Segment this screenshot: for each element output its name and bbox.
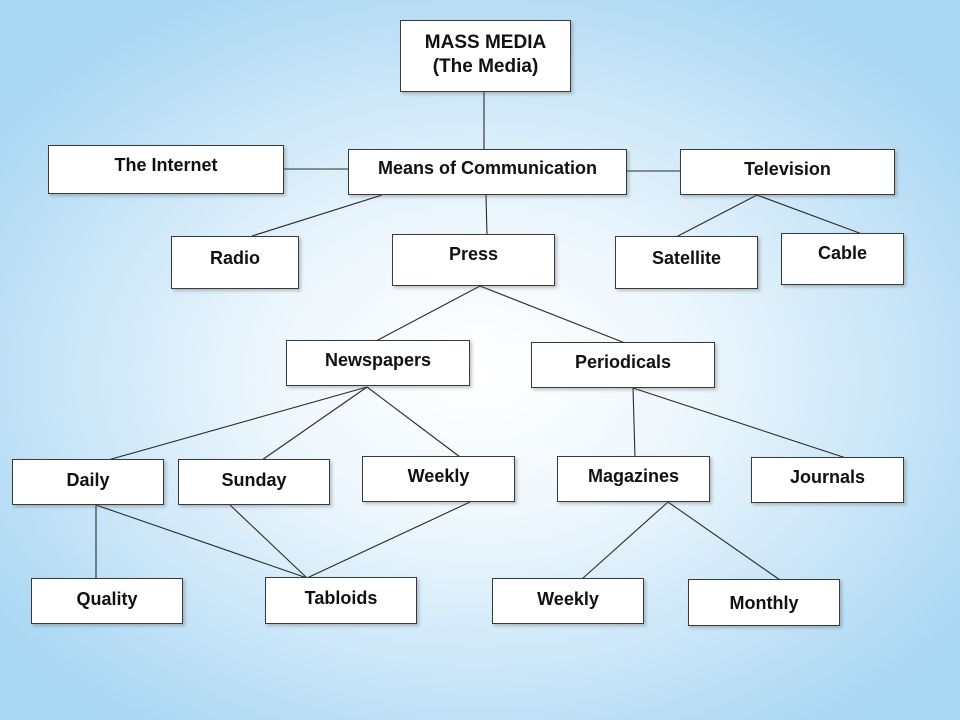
- link-weekly-tabloids: [306, 501, 471, 579]
- node-newspapers-label: Newspapers: [324, 350, 432, 370]
- link-magazines-monthly: [667, 501, 781, 581]
- node-tabloids-label: Tabloids: [304, 588, 378, 608]
- node-weekly-newspapers-label: Weekly: [407, 466, 470, 486]
- link-sunday-tabloids: [229, 504, 308, 579]
- link-means-radio: [251, 194, 383, 237]
- link-newspapers-sunday: [261, 386, 368, 461]
- node-newspapers: Newspapers: [286, 340, 470, 386]
- link-periodicals-journals: [632, 387, 847, 459]
- node-daily: Daily: [12, 459, 164, 505]
- node-quality: Quality: [31, 578, 183, 624]
- node-mass-media: MASS MEDIA (The Media): [400, 20, 571, 92]
- link-press-newspapers: [375, 285, 481, 342]
- node-quality-label: Quality: [76, 589, 138, 609]
- node-weekly-magazines-label: Weekly: [537, 589, 599, 609]
- node-satellite-label: Satellite: [651, 248, 722, 268]
- connector-lines: [95, 92, 863, 581]
- node-mass-media-label: MASS MEDIA (The Media): [424, 32, 547, 77]
- link-daily-tabloids: [95, 504, 308, 579]
- node-means-of-communication-label: Means of Communication: [377, 158, 597, 178]
- link-means-press: [485, 194, 488, 236]
- node-weekly-newspapers: Weekly: [362, 456, 515, 502]
- node-magazines-label: Magazines: [587, 466, 680, 486]
- node-weekly-magazines: Weekly: [492, 578, 644, 624]
- link-periodicals-magazines: [632, 387, 636, 458]
- node-magazines: Magazines: [557, 456, 710, 502]
- link-magazines-weekly: [581, 501, 669, 580]
- node-television-label: Television: [744, 159, 831, 179]
- node-periodicals: Periodicals: [531, 342, 715, 388]
- node-the-internet-label: The Internet: [114, 155, 218, 175]
- link-press-periodicals: [479, 285, 626, 344]
- node-means-of-communication: Means of Communication: [348, 149, 627, 195]
- node-radio: Radio: [171, 236, 299, 289]
- node-journals: Journals: [751, 457, 904, 503]
- node-tabloids: Tabloids: [265, 577, 417, 624]
- node-radio-label: Radio: [209, 248, 260, 268]
- node-journals-label: Journals: [789, 467, 866, 487]
- link-television-satellite: [675, 194, 758, 238]
- node-monthly-label: Monthly: [729, 593, 799, 613]
- node-press: Press: [392, 234, 555, 286]
- node-cable-label: Cable: [817, 243, 868, 263]
- link-newspapers-daily: [107, 386, 368, 461]
- node-sunday: Sunday: [178, 459, 330, 505]
- node-cable: Cable: [781, 233, 904, 285]
- node-periodicals-label: Periodicals: [574, 352, 672, 372]
- node-daily-label: Daily: [66, 470, 110, 490]
- node-sunday-label: Sunday: [221, 470, 287, 490]
- node-television: Television: [680, 149, 895, 195]
- link-newspapers-weekly: [366, 386, 461, 458]
- node-satellite: Satellite: [615, 236, 758, 289]
- node-press-label: Press: [448, 244, 499, 264]
- link-television-cable: [756, 194, 863, 235]
- node-monthly: Monthly: [688, 579, 840, 626]
- node-the-internet: The Internet: [48, 145, 284, 194]
